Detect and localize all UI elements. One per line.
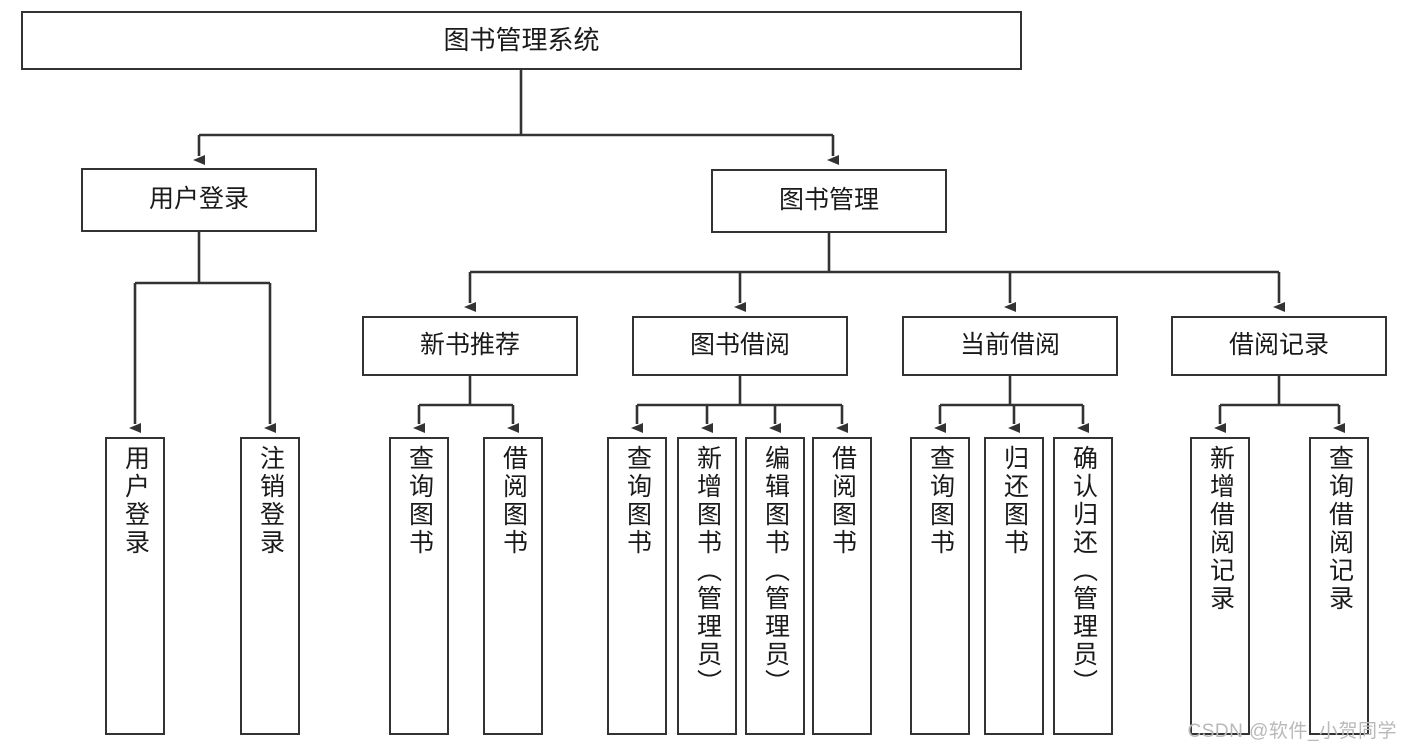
node-level2-1[interactable]: 图书管理 <box>711 169 947 233</box>
node-label: 图书借阅 <box>689 331 790 360</box>
node-leaf-11[interactable]: 新增借阅记录 <box>1190 437 1250 735</box>
node-label: 图书管理 <box>778 186 879 215</box>
node-label: 查询借阅记录 <box>1325 445 1354 613</box>
node-leaf-10[interactable]: 确认归还（管理员） <box>1053 437 1113 735</box>
node-level3-0[interactable]: 新书推荐 <box>362 316 578 376</box>
node-leaf-7[interactable]: 借阅图书 <box>812 437 872 735</box>
node-level3-2[interactable]: 当前借阅 <box>902 316 1118 376</box>
node-leaf-0[interactable]: 用户登录 <box>105 437 165 735</box>
node-leaf-4[interactable]: 查询图书 <box>607 437 667 735</box>
node-label: 查询图书 <box>405 445 434 557</box>
node-label: 查询图书 <box>926 445 955 557</box>
node-leaf-8[interactable]: 查询图书 <box>910 437 970 735</box>
node-label: 确认归还（管理员） <box>1069 445 1098 697</box>
node-label: 图书管理系统 <box>443 25 600 56</box>
node-leaf-5[interactable]: 新增图书（管理员） <box>677 437 737 735</box>
node-level2-0[interactable]: 用户登录 <box>81 168 317 232</box>
node-label: 借阅图书 <box>499 445 528 557</box>
node-leaf-12[interactable]: 查询借阅记录 <box>1309 437 1369 735</box>
node-label: 查询图书 <box>623 445 652 557</box>
node-leaf-3[interactable]: 借阅图书 <box>483 437 543 735</box>
node-label: 归还图书 <box>1000 445 1029 557</box>
csdn-watermark: CSDN @软件_小贺同学 <box>1187 721 1397 742</box>
node-label: 新书推荐 <box>419 331 520 360</box>
node-leaf-1[interactable]: 注销登录 <box>240 437 300 735</box>
node-label: 编辑图书（管理员） <box>761 445 790 697</box>
node-label: 用户登录 <box>121 445 150 557</box>
node-leaf-6[interactable]: 编辑图书（管理员） <box>745 437 805 735</box>
node-label: 当前借阅 <box>959 331 1060 360</box>
node-root[interactable]: 图书管理系统 <box>21 11 1022 70</box>
node-leaf-2[interactable]: 查询图书 <box>389 437 449 735</box>
node-label: 新增借阅记录 <box>1206 445 1235 613</box>
node-label: 借阅图书 <box>828 445 857 557</box>
node-label: 用户登录 <box>148 185 249 214</box>
node-leaf-9[interactable]: 归还图书 <box>984 437 1044 735</box>
node-level3-3[interactable]: 借阅记录 <box>1171 316 1387 376</box>
node-label: 注销登录 <box>256 445 285 557</box>
node-level3-1[interactable]: 图书借阅 <box>632 316 848 376</box>
node-label: 新增图书（管理员） <box>693 445 722 697</box>
node-label: 借阅记录 <box>1228 331 1329 360</box>
